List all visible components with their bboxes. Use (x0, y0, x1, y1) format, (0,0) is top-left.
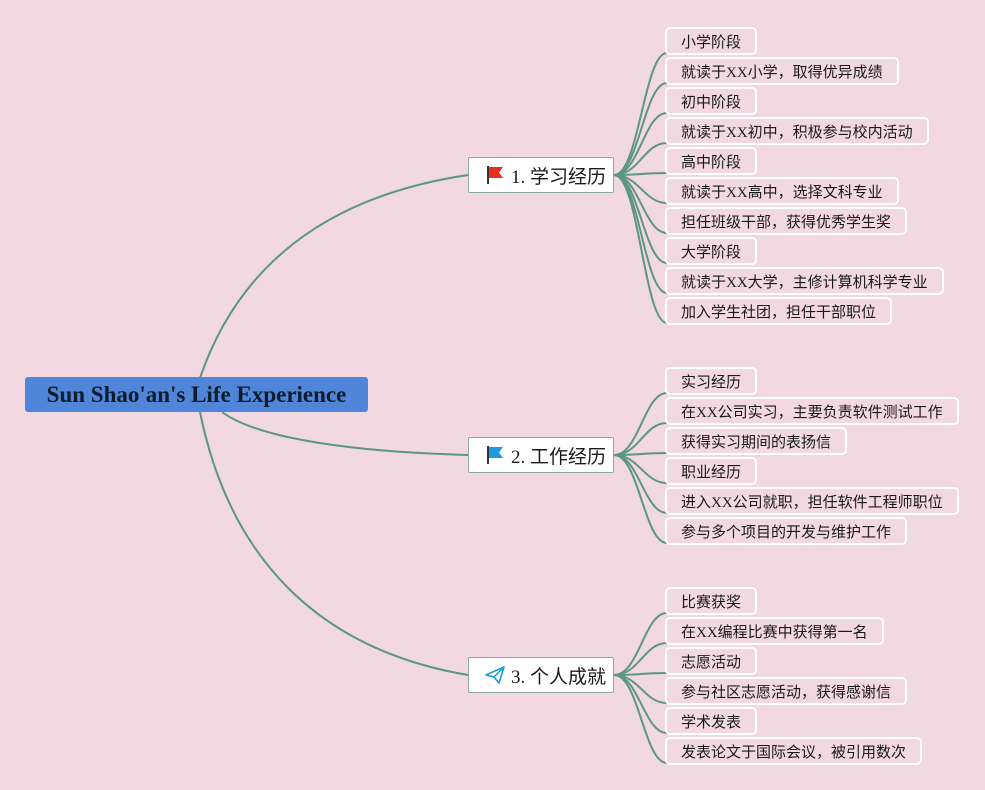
connector-line (613, 174, 668, 234)
leaf-item[interactable]: 小学阶段 (665, 27, 758, 55)
branch-label: 1. 学习经历 (511, 166, 607, 188)
flag-red-icon (487, 166, 503, 184)
leaf-item-label: 比赛获奖 (681, 594, 742, 611)
leaf-item-label: 高中阶段 (681, 154, 742, 171)
leaf-item[interactable]: 初中阶段 (665, 87, 758, 115)
connector-line (613, 52, 668, 176)
leaf-item-label: 志愿活动 (681, 654, 742, 671)
leaf-item-label: 就读于XX初中，积极参与校内活动 (681, 124, 913, 141)
connector-line (613, 674, 668, 764)
leaf-item-label: 进入XX公司就职，担任软件工程师职位 (681, 494, 943, 511)
leaf-item[interactable]: 担任班级干部，获得优秀学生奖 (665, 207, 908, 235)
branch-achievements[interactable]: 3. 个人成就 (468, 657, 614, 693)
connector-line (613, 174, 668, 294)
leaf-item-label: 在XX编程比赛中获得第一名 (681, 624, 868, 641)
leaf-item-label: 初中阶段 (681, 94, 742, 111)
leaf-item[interactable]: 在XX公司实习，主要负责软件测试工作 (665, 397, 959, 425)
branch-label: 3. 个人成就 (511, 666, 607, 688)
leaf-item-label: 担任班级干部，获得优秀学生奖 (681, 214, 892, 231)
leaf-item[interactable]: 就读于XX大学，主修计算机科学专业 (665, 267, 944, 295)
leaf-item[interactable]: 发表论文于国际会议，被引用数次 (665, 737, 923, 765)
leaf-item[interactable]: 就读于XX高中，选择文科专业 (665, 177, 899, 205)
leaf-item-label: 在XX公司实习，主要负责软件测试工作 (681, 404, 943, 421)
leaf-item-label: 学术发表 (681, 714, 742, 731)
leaf-item-label: 发表论文于国际会议，被引用数次 (681, 744, 907, 761)
leaf-item[interactable]: 加入学生社团，担任干部职位 (665, 297, 893, 325)
connector-line (613, 612, 668, 676)
leaf-item[interactable]: 高中阶段 (665, 147, 758, 175)
branch-label: 2. 工作经历 (511, 446, 607, 468)
connector-line (613, 674, 668, 734)
leaf-item[interactable]: 获得实习期间的表扬信 (665, 427, 848, 455)
leaf-item[interactable]: 志愿活动 (665, 647, 758, 675)
connector-line (613, 454, 668, 544)
leaf-item[interactable]: 就读于XX小学，取得优异成绩 (665, 57, 899, 85)
branch-study[interactable]: 1. 学习经历 (468, 157, 614, 193)
leaf-item[interactable]: 比赛获奖 (665, 587, 758, 615)
connector-line (199, 411, 469, 676)
connector-line (221, 411, 469, 456)
leaf-item[interactable]: 职业经历 (665, 457, 758, 485)
leaf-item-label: 加入学生社团，担任干部职位 (681, 304, 877, 321)
leaf-item[interactable]: 参与社区志愿活动，获得感谢信 (665, 677, 908, 705)
connector-line (613, 392, 668, 456)
leaf-item-label: 参与多个项目的开发与维护工作 (681, 524, 892, 541)
leaf-item[interactable]: 在XX编程比赛中获得第一名 (665, 617, 884, 645)
leaf-item-label: 大学阶段 (681, 244, 742, 261)
connector-line (613, 174, 668, 324)
leaf-item[interactable]: 大学阶段 (665, 237, 758, 265)
paper-plane-icon (485, 666, 505, 684)
branch-work[interactable]: 2. 工作经历 (468, 437, 614, 473)
leaf-item-label: 职业经历 (681, 464, 742, 481)
leaf-item-label: 就读于XX大学，主修计算机科学专业 (681, 274, 928, 291)
leaf-item[interactable]: 就读于XX初中，积极参与校内活动 (665, 117, 929, 145)
leaf-item-label: 就读于XX小学，取得优异成绩 (681, 64, 883, 81)
connector-line (613, 82, 668, 176)
root-topic[interactable]: Sun Shao'an's Life Experience (25, 377, 368, 412)
leaf-item-label: 小学阶段 (681, 34, 742, 51)
leaf-item[interactable]: 学术发表 (665, 707, 758, 735)
leaf-item[interactable]: 进入XX公司就职，担任软件工程师职位 (665, 487, 959, 515)
leaf-item-label: 获得实习期间的表扬信 (681, 434, 832, 451)
leaf-item-label: 实习经历 (681, 374, 742, 391)
leaf-item[interactable]: 实习经历 (665, 367, 758, 395)
connector-line (199, 174, 469, 379)
leaf-item[interactable]: 参与多个项目的开发与维护工作 (665, 517, 908, 545)
connector-line (613, 454, 668, 514)
leaf-item-label: 参与社区志愿活动，获得感谢信 (681, 684, 892, 701)
root-topic-label: Sun Shao'an's Life Experience (46, 381, 347, 407)
leaf-item-label: 就读于XX高中，选择文科专业 (681, 184, 883, 201)
flag-blue-icon (487, 446, 503, 464)
connector-line (613, 112, 668, 176)
